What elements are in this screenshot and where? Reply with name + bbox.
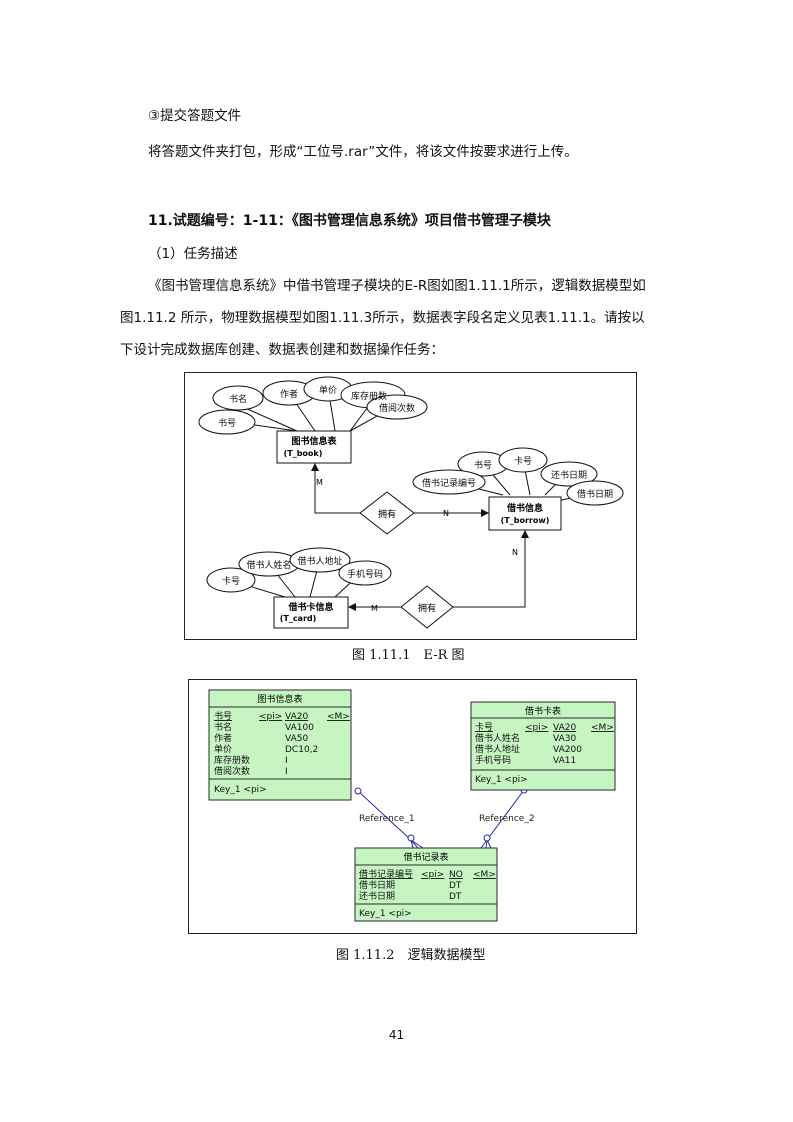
ldm-record-key: Key_1 <pi> xyxy=(359,909,412,919)
er-entity-borrow xyxy=(488,496,562,531)
ldm-card-type: VA11 xyxy=(553,756,576,766)
er-entity-book-name: 图书信息表 xyxy=(291,435,337,447)
ldm-record-type: DT xyxy=(449,881,462,891)
er-attr-book-title xyxy=(212,385,264,411)
er-attr-label: 手机号码 xyxy=(347,568,383,580)
er-attr-borrow-date xyxy=(566,480,624,506)
er-entity-borrow-name: 借书信息 xyxy=(506,502,543,514)
figure-caption-2: 图 1.11.2 逻辑数据模型 xyxy=(336,948,486,963)
er-attr-label: 借书日期 xyxy=(577,488,613,500)
er-attr-borrow-id xyxy=(412,469,486,495)
er-cardinality-m2: M xyxy=(371,604,378,613)
page-number: 41 xyxy=(388,1028,405,1042)
ldm-card-field: 借书人地址 xyxy=(475,743,520,755)
er-relationship-1 xyxy=(359,491,415,535)
ldm-record-field: 借书日期 xyxy=(359,879,395,891)
ldm-card-pi: <pi> xyxy=(525,723,548,733)
ldm-card-field: 手机号码 xyxy=(475,754,511,766)
ldm-card-mandatory: <M> xyxy=(591,723,614,733)
ldm-reference-1: Reference_1 xyxy=(359,814,415,824)
er-attr-book-isbn xyxy=(198,409,256,435)
ldm-book-field: 书名 xyxy=(214,721,232,733)
ldm-card-type: VA30 xyxy=(553,734,576,744)
er-attr-label: 单价 xyxy=(319,384,337,396)
er-attr-card-id xyxy=(206,567,256,593)
er-cardinality-n1: N xyxy=(443,509,449,518)
er-attr-label: 借书记录编号 xyxy=(422,477,476,489)
er-attr-label: 书号 xyxy=(474,460,492,471)
er-diagram-canvas: 书号 书名 作者 单价 库存册数 借阅次数 图书信息表 (T_book) 书号 … xyxy=(198,376,624,629)
ldm-record-pi: <pi> xyxy=(421,870,444,880)
er-attr-label: 卡号 xyxy=(222,575,240,587)
ldm-record-type: NO xyxy=(449,870,463,880)
ldm-card-field: 卡号 xyxy=(475,721,493,733)
ldm-card-type: VA20 xyxy=(553,723,576,733)
er-entity-book-table: (T_book) xyxy=(284,449,323,458)
ldm-book-key: Key_1 <pi> xyxy=(214,785,267,795)
er-entity-card xyxy=(273,596,349,629)
ldm-table-record: 借书记录表 借书记录编号 <pi> NO <M> 借书日期 DT 还书日期 DT… xyxy=(354,847,498,922)
ldm-book-type: DC10,2 xyxy=(285,745,318,755)
er-attr-label: 还书日期 xyxy=(551,469,587,481)
ldm-book-type: I xyxy=(285,756,288,766)
ldm-canvas: Reference_1 Reference_2 图书信息表 书号 <pi> VA… xyxy=(208,689,616,922)
logical-data-model: Reference_1 Reference_2 图书信息表 书号 <pi> VA… xyxy=(188,679,637,934)
ldm-book-field: 作者 xyxy=(214,732,232,744)
step3-title: ③提交答题文件 xyxy=(148,108,242,124)
ldm-record-field: 借书记录编号 xyxy=(359,868,413,880)
ldm-book-title: 图书信息表 xyxy=(257,693,302,705)
ldm-card-title: 借书卡表 xyxy=(525,705,561,717)
task-subtitle: （1）任务描述 xyxy=(148,246,238,262)
er-attr-borrow-return xyxy=(540,461,598,487)
ldm-record-title: 借书记录表 xyxy=(403,851,448,863)
ldm-book-field: 单价 xyxy=(214,743,232,755)
ldm-record-type: DT xyxy=(449,892,462,902)
er-attr-label: 借阅次数 xyxy=(379,402,415,414)
ldm-book-type: I xyxy=(285,767,288,777)
er-attr-label: 书号 xyxy=(218,418,236,429)
er-entity-borrow-table: (T_borrow) xyxy=(501,516,550,525)
ldm-record-field: 还书日期 xyxy=(359,890,395,902)
er-entity-card-name: 借书卡信息 xyxy=(287,601,333,613)
ldm-book-type: VA20 xyxy=(285,712,308,722)
ldm-table-card: 借书卡表 卡号 <pi> VA20 <M> 借书人姓名 VA30 借书人地址 V… xyxy=(470,701,616,791)
er-entity-book xyxy=(276,430,352,464)
er-attr-label: 作者 xyxy=(280,388,298,400)
er-relationship-2 xyxy=(400,585,454,629)
er-relationship-2-label: 拥有 xyxy=(418,602,436,614)
task-paragraph-line-1: 《图书管理信息系统》中借书管理子模块的E-R图如图1.11.1所示，逻辑数据模型… xyxy=(148,278,646,294)
ldm-card-field: 借书人姓名 xyxy=(475,732,520,744)
er-attr-card-address xyxy=(289,547,351,573)
er-cardinality-n2: N xyxy=(512,548,518,557)
task-paragraph-line-2: 图1.11.2 所示，物理数据模型如图1.11.3所示，数据表字段名定义见表1.… xyxy=(120,310,645,326)
er-attr-label: 卡号 xyxy=(514,455,532,467)
figure-caption-1: 图 1.11.1 E-R 图 xyxy=(352,648,465,663)
ldm-reference-2: Reference_2 xyxy=(479,814,535,824)
ldm-book-type: VA100 xyxy=(285,723,314,733)
er-attr-label: 借书人地址 xyxy=(297,555,342,567)
step3-description: 将答题文件夹打包，形成“工位号.rar”文件，将该文件按要求进行上传。 xyxy=(148,144,578,160)
er-cardinality-m1: M xyxy=(316,478,323,487)
er-attr-label: 库存册数 xyxy=(351,390,387,402)
ldm-book-mandatory: <M> xyxy=(327,712,350,722)
ldm-book-field: 借阅次数 xyxy=(214,765,250,777)
ldm-book-pi: <pi> xyxy=(259,712,282,722)
ldm-book-field: 书号 xyxy=(214,711,232,722)
er-attr-card-phone xyxy=(338,560,392,586)
ldm-table-book: 图书信息表 书号 <pi> VA20 <M> 书名 VA100 作者 VA50 … xyxy=(208,689,352,801)
ldm-record-mandatory: <M> xyxy=(473,870,496,880)
ldm-card-key: Key_1 <pi> xyxy=(475,775,528,785)
er-attr-label: 借书人姓名 xyxy=(246,559,291,571)
er-attr-borrow-card xyxy=(498,447,548,473)
er-relationship-1-label: 拥有 xyxy=(378,508,396,520)
ldm-book-field: 库存册数 xyxy=(214,754,250,766)
question-heading: 11.试题编号：1-11：《图书管理信息系统》项目借书管理子模块 xyxy=(148,213,551,229)
er-entity-card-table: (T_card) xyxy=(280,614,317,623)
er-diagram: 书号 书名 作者 单价 库存册数 借阅次数 图书信息表 (T_book) 书号 … xyxy=(184,372,637,640)
task-paragraph-line-3: 下设计完成数据库创建、数据表创建和数据操作任务： xyxy=(120,342,444,358)
er-attr-label: 书名 xyxy=(229,393,247,405)
ldm-book-type: VA50 xyxy=(285,734,308,744)
er-attr-book-borrowcount xyxy=(366,394,428,420)
ldm-card-type: VA200 xyxy=(553,745,582,755)
